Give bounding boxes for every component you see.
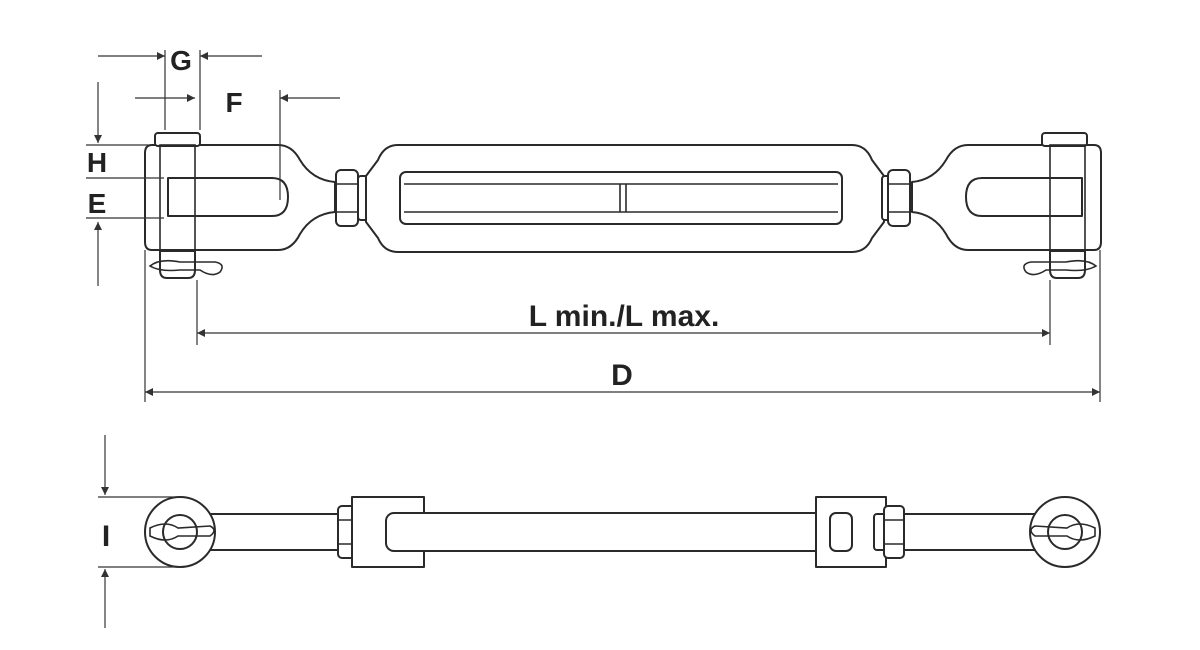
dimension-label-d: D bbox=[611, 359, 633, 392]
right-cotter-pin bbox=[1023, 259, 1098, 276]
right-jaw bbox=[911, 132, 1102, 279]
dimension-label-i: I bbox=[102, 520, 110, 553]
turnbuckle-body bbox=[365, 144, 885, 253]
dimension-lines bbox=[86, 50, 1101, 628]
left-pin-head bbox=[154, 132, 201, 147]
left-hex-nut bbox=[335, 169, 371, 227]
dimension-label-g: G bbox=[170, 45, 192, 76]
dimension-labels: G F H E L min./L max. D I bbox=[87, 45, 719, 553]
dimension-label-h: H bbox=[87, 147, 107, 178]
top-right-nut bbox=[873, 505, 905, 559]
dimension-label-f: F bbox=[225, 87, 242, 118]
left-jaw bbox=[144, 132, 336, 279]
dimension-label-l: L min./L max. bbox=[529, 300, 720, 333]
top-body-bar bbox=[385, 512, 853, 552]
top-view bbox=[144, 496, 1101, 568]
side-view bbox=[144, 132, 1102, 279]
left-eye-end bbox=[144, 496, 339, 568]
right-eye-end bbox=[903, 496, 1101, 568]
dimension-label-e: E bbox=[88, 188, 107, 219]
right-pin-head bbox=[1041, 132, 1088, 147]
right-hex-nut bbox=[881, 169, 911, 227]
left-cotter-pin bbox=[148, 259, 223, 276]
